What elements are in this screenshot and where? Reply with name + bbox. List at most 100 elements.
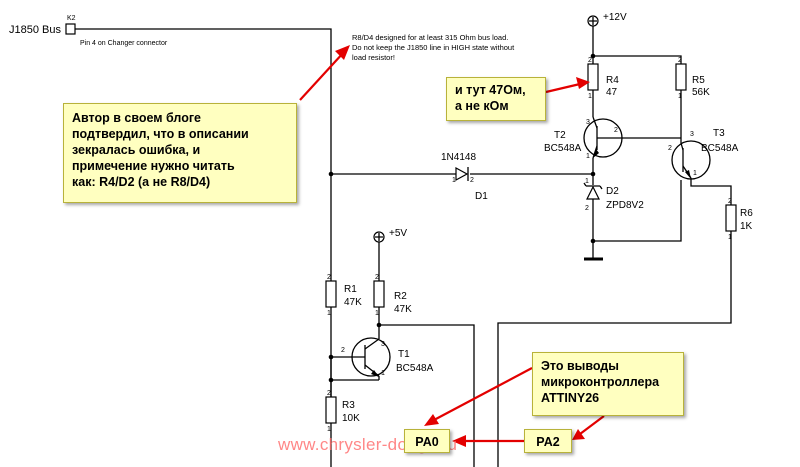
r6-value: 1K	[740, 221, 753, 232]
d2-ref: D2	[606, 186, 619, 197]
transistor-t3: 2 3 1 T3 BC548A	[668, 128, 739, 180]
svg-text:2: 2	[614, 127, 618, 134]
svg-text:1: 1	[381, 370, 385, 377]
svg-text:1: 1	[586, 153, 590, 160]
resistor-r2: 2 1 R2 47K	[373, 274, 412, 317]
j1850-connector: J1850 Bus K2 Pin 4 on Changer connector	[9, 15, 168, 47]
mcu-pins-callout: Это выводы микроконтроллера ATTINY26	[532, 352, 684, 416]
svg-text:3: 3	[381, 341, 385, 348]
svg-text:1: 1	[327, 310, 331, 317]
connector-pin-box	[65, 23, 76, 35]
d2-type: ZPD8V2	[606, 200, 644, 211]
arrow-to-design-note	[299, 51, 345, 101]
callout-line: и тут 47Ом,	[455, 83, 526, 97]
annotation-arrows	[299, 45, 605, 447]
transistor-t1: 2 3 1 T1 BC548A	[331, 325, 434, 380]
supply-12v-label: +12V	[603, 12, 627, 23]
supply-5v: +5V	[373, 228, 407, 243]
transistor-t2: 2 3 1 T2 BC548A	[544, 116, 681, 160]
svg-text:2: 2	[585, 205, 589, 212]
r3-value: 10K	[342, 413, 360, 424]
r5-ref: R5	[692, 75, 705, 86]
pin-pa2-label: PA2	[524, 429, 572, 453]
t1-type: BC548A	[396, 363, 434, 374]
svg-text:2: 2	[375, 274, 379, 281]
t3-type: BC548A	[701, 143, 739, 154]
svg-text:3: 3	[690, 131, 694, 138]
author-correction-callout: Автор в своем блоге подтвердил, что в оп…	[63, 103, 297, 203]
r4-value: 47	[606, 87, 618, 98]
supply-5v-label: +5V	[389, 228, 407, 239]
design-note-line-2: Do not keep the J1850 line in HIGH state…	[352, 43, 515, 52]
callout-line: Это выводы	[541, 359, 619, 373]
resistor-r6: 2 1 R6 1K	[725, 198, 753, 241]
r6-to-mcu-wire	[497, 231, 732, 467]
design-note: R8/D4 designed for at least 315 Ohm bus …	[352, 33, 515, 62]
svg-text:3: 3	[586, 119, 590, 126]
bus-label: J1850 Bus	[9, 24, 61, 36]
t2-type: BC548A	[544, 143, 582, 154]
d1-type: 1N4148	[441, 152, 476, 163]
svg-text:2: 2	[327, 274, 331, 281]
r4-ref: R4	[606, 75, 619, 86]
bus-wire	[75, 28, 332, 416]
svg-text:1: 1	[678, 93, 682, 100]
svg-text:2: 2	[341, 347, 345, 354]
r4-value-callout: и тут 47Ом, а не кОм	[446, 77, 546, 121]
t3-ref: T3	[713, 128, 725, 139]
pin-pa0-label: PA0	[404, 429, 450, 453]
diode-d1: 1 2 1N4148 D1	[331, 152, 593, 202]
callout-line: а не кОм	[455, 99, 509, 113]
svg-text:2: 2	[470, 177, 474, 184]
arrow-to-pa0	[433, 367, 533, 421]
svg-text:1: 1	[327, 426, 331, 433]
svg-text:2: 2	[728, 198, 732, 205]
r6-ref: R6	[740, 208, 753, 219]
r5-value: 56K	[692, 87, 710, 98]
svg-text:1: 1	[585, 178, 589, 185]
svg-text:1: 1	[693, 170, 697, 177]
svg-text:1: 1	[375, 310, 379, 317]
arrowhead	[335, 45, 350, 60]
r2-to-mcu-wire	[378, 307, 475, 467]
r2-value: 47K	[394, 304, 412, 315]
svg-text:2: 2	[678, 57, 682, 64]
arrowhead	[424, 414, 439, 426]
callout-line: микроконтроллера	[541, 375, 660, 389]
pin-note: Pin 4 on Changer connector	[80, 40, 168, 47]
arrowhead	[576, 77, 590, 89]
arrow-to-r4	[545, 82, 581, 94]
arrow-to-pa2	[579, 415, 605, 435]
callout-line: подтвердил, что в описании	[72, 127, 249, 141]
r1-ref: R1	[344, 284, 357, 295]
svg-text:2: 2	[327, 390, 331, 397]
junction-dot	[328, 377, 334, 383]
design-note-line-1: R8/D4 designed for at least 315 Ohm bus …	[352, 33, 508, 42]
svg-text:1: 1	[452, 177, 456, 184]
callout-line: Автор в своем блоге	[72, 111, 201, 125]
t1-ref: T1	[398, 349, 410, 360]
t1-emitter-wire	[330, 357, 379, 467]
callout-line: ATTINY26	[541, 391, 600, 405]
svg-text:2: 2	[588, 57, 592, 64]
supply-12v: +12V	[587, 12, 627, 27]
svg-text:1: 1	[588, 93, 592, 100]
svg-text:2: 2	[668, 145, 672, 152]
ground-wire	[593, 180, 682, 242]
v12-rail	[592, 26, 682, 64]
t3-to-r6-wire	[690, 180, 732, 205]
d1-ref: D1	[475, 191, 488, 202]
r2-ref: R2	[394, 291, 407, 302]
connector-ref: K2	[67, 15, 76, 22]
t2-ref: T2	[554, 130, 566, 141]
r3-ref: R3	[342, 400, 355, 411]
callout-line: примечение нужно читать	[72, 159, 235, 173]
design-note-line-3: load resistor!	[352, 53, 395, 62]
callout-line: зекралась ошибка, и	[72, 143, 201, 157]
arrowhead	[572, 429, 585, 440]
arrowhead	[452, 435, 466, 447]
callout-line: как: R4/D2 (а не R8/D4)	[72, 175, 211, 189]
r1-value: 47K	[344, 297, 362, 308]
svg-text:1: 1	[728, 234, 732, 241]
